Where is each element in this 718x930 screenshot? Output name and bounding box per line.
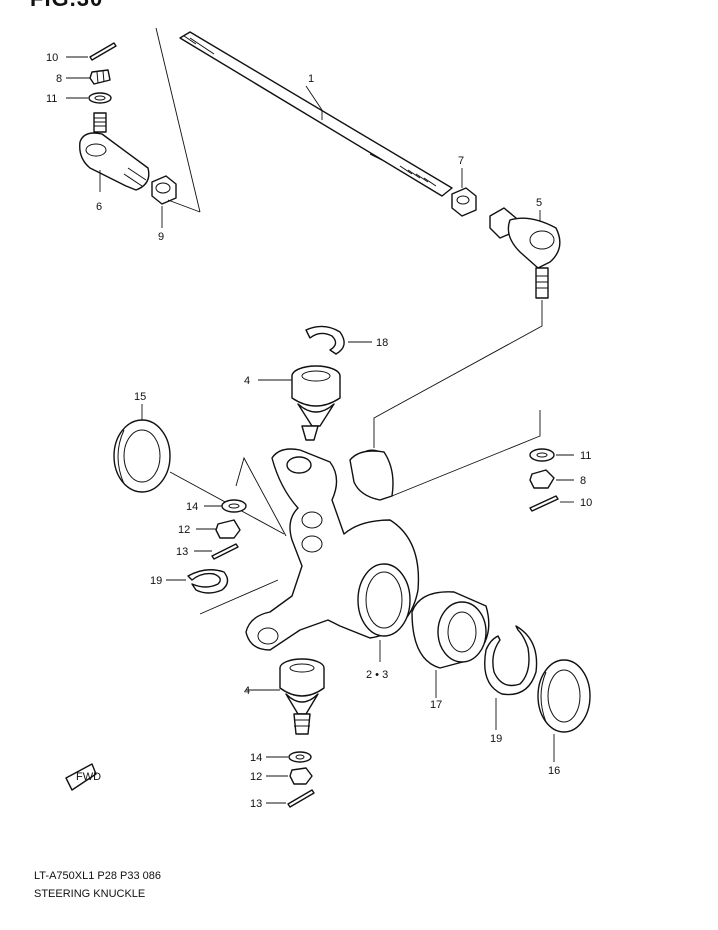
connector-line-5-to-knuckle	[373, 300, 543, 448]
callout-4-lower: 4	[244, 685, 250, 697]
callout-17: 17	[430, 699, 442, 711]
cotter-pin-10-right[interactable]	[529, 495, 559, 512]
cotter-pin-10-left[interactable]	[89, 42, 117, 61]
callout-8-left: 8	[56, 73, 62, 85]
diagram-name: STEERING KNUCKLE	[34, 888, 146, 900]
tie-rod-end-5[interactable]	[489, 207, 561, 299]
circlip-18[interactable]	[305, 325, 345, 355]
washer-11-right[interactable]	[529, 448, 555, 462]
castle-nut-8-left[interactable]	[89, 69, 111, 85]
oil-seal-15[interactable]	[113, 419, 171, 493]
callout-19-left: 19	[150, 575, 162, 587]
washer-14-mid[interactable]	[221, 499, 247, 513]
callout-10-left: 10	[46, 52, 58, 64]
callout-13-mid: 13	[176, 546, 188, 558]
callout-9: 9	[158, 231, 164, 243]
callout-19-right: 19	[490, 733, 502, 745]
washer-11-left[interactable]	[88, 92, 112, 104]
callout-12-mid: 12	[178, 524, 190, 536]
fwd-label: FWD	[76, 771, 101, 783]
steering-knuckle-2-3[interactable]	[245, 448, 420, 651]
callout-13-lower: 13	[250, 798, 262, 810]
wheel-bearing-17[interactable]	[411, 591, 490, 669]
oil-seal-16[interactable]	[537, 659, 591, 733]
washer-14-lower[interactable]	[288, 751, 312, 763]
callout-8-right: 8	[580, 475, 586, 487]
callout-10-right: 10	[580, 497, 592, 509]
callout-14-lower: 14	[250, 752, 262, 764]
castle-nut-12-lower[interactable]	[289, 767, 313, 785]
lock-nut-7[interactable]	[451, 187, 477, 217]
callout-7: 7	[458, 155, 464, 167]
callout-12-lower: 12	[250, 771, 262, 783]
tie-rod-end-6[interactable]	[79, 112, 150, 191]
circlip-19-right[interactable]	[484, 625, 538, 696]
leader-lines	[66, 56, 574, 804]
callout-6: 6	[96, 201, 102, 213]
callout-14-mid: 14	[186, 501, 198, 513]
ball-joint-4-lower[interactable]	[279, 658, 325, 735]
circlip-19-left[interactable]	[187, 569, 229, 594]
callout-5: 5	[536, 197, 542, 209]
ball-joint-4-upper[interactable]	[291, 365, 341, 441]
callout-18: 18	[376, 337, 388, 349]
castle-nut-12-mid[interactable]	[215, 519, 241, 539]
callout-15: 15	[134, 391, 146, 403]
tie-rod-1[interactable]	[179, 31, 453, 197]
figure-title: FIG.30	[30, 0, 103, 12]
callout-16: 16	[548, 765, 560, 777]
callout-2-3: 2 • 3	[366, 669, 388, 681]
callout-11-right: 11	[580, 450, 591, 462]
fwd-arrow-icon: FWD	[65, 763, 101, 791]
callout-4-upper: 4	[244, 375, 250, 387]
bracket-lines-left	[155, 27, 201, 213]
callout-1: 1	[308, 73, 314, 85]
cotter-pin-13-lower[interactable]	[287, 789, 315, 808]
cotter-pin-13-mid[interactable]	[211, 543, 239, 560]
castle-nut-8-right[interactable]	[529, 469, 555, 489]
nut-9[interactable]	[151, 175, 177, 205]
callout-11-left: 11	[46, 93, 57, 105]
diagram-code: LT-A750XL1 P28 P33 086	[34, 870, 162, 882]
